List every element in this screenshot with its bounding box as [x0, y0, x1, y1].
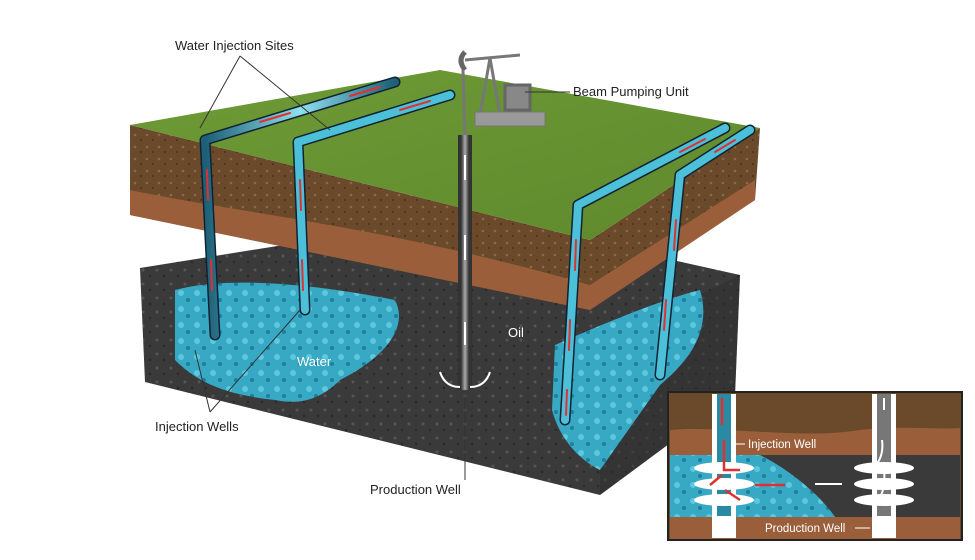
label-production-well: Production Well — [370, 482, 461, 497]
injection-wells — [199, 76, 756, 426]
leader-lines — [194, 55, 570, 480]
label-water: Water — [297, 354, 332, 369]
label-injection-wells: Injection Wells — [155, 419, 239, 434]
beam-pumping-unit-icon — [458, 50, 546, 136]
label-beam-pumping-unit: Beam Pumping Unit — [573, 84, 689, 99]
label-water-injection-sites: Water Injection Sites — [175, 38, 294, 53]
inset-detail: Injection Well Production Well — [667, 391, 963, 541]
inflow-arrows-icon — [439, 371, 491, 388]
production-well — [439, 135, 491, 390]
inset-label-production-well: Production Well — [765, 523, 845, 535]
label-oil: Oil — [508, 325, 524, 340]
inset-label-injection-well: Injection Well — [748, 439, 816, 451]
water-zone-left — [175, 282, 399, 402]
